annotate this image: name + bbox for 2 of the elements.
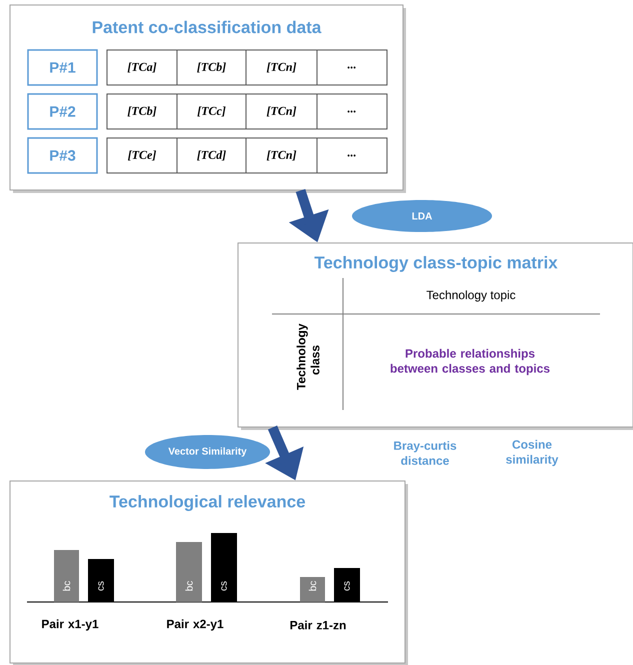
measure-label: Bray-curtis distance <box>394 441 456 465</box>
measure-label: Cosine similarity <box>506 440 558 466</box>
